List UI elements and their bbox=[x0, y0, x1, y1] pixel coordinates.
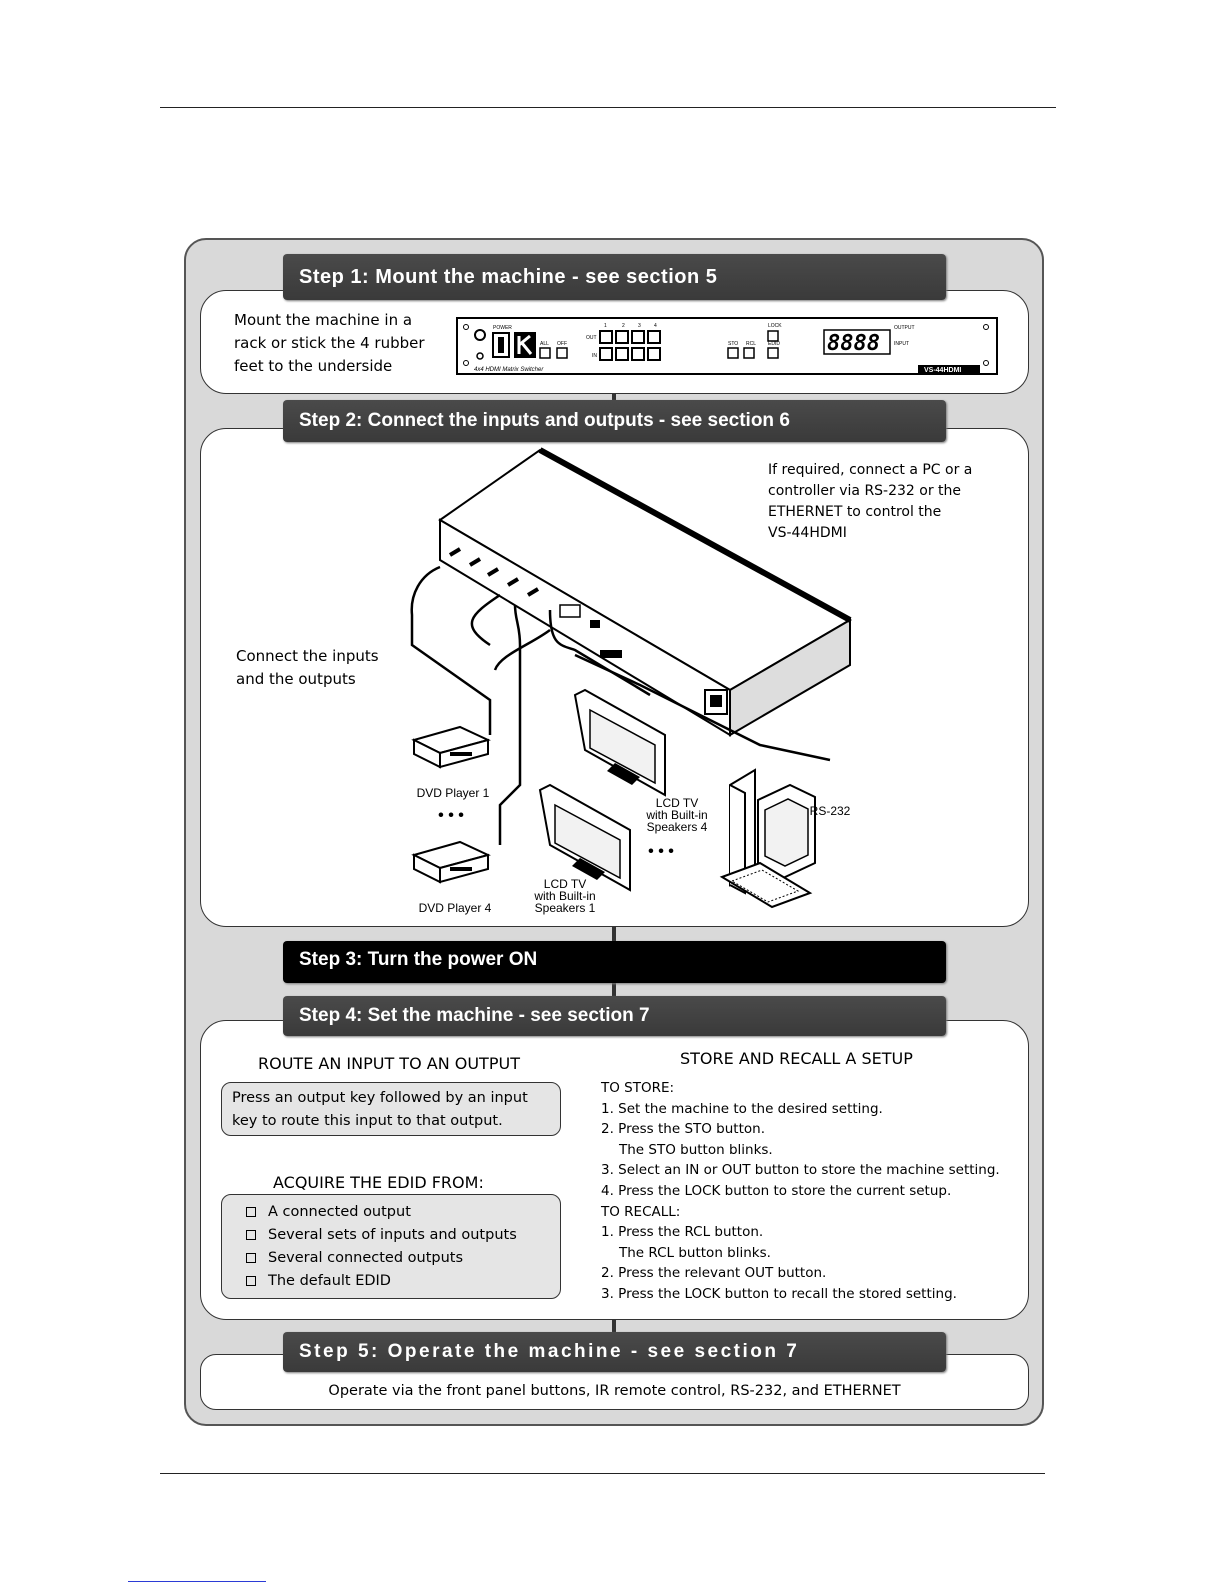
footer-link-underline bbox=[128, 1581, 266, 1582]
power-label: POWER bbox=[493, 325, 512, 331]
svg-text:EDID: EDID bbox=[768, 341, 780, 347]
switcher-unit bbox=[438, 447, 853, 737]
lcd-tv-1-label: LCD TV with Built-in Speakers 1 bbox=[534, 877, 596, 915]
svg-text:ALL: ALL bbox=[540, 341, 549, 347]
lcd-tv-4 bbox=[573, 688, 666, 797]
connection-diagram bbox=[410, 447, 853, 909]
rs232-label: RS-232 bbox=[809, 804, 851, 818]
store-recall-steps: TO STORE: 1. Set the machine to the desi… bbox=[601, 1080, 1000, 1302]
edid-option: Several connected outputs bbox=[246, 1246, 548, 1269]
edid-options-box: A connected output Several sets of input… bbox=[221, 1194, 561, 1299]
lcd-tv-1 bbox=[538, 783, 631, 892]
step2-title: Step 2: Connect the inputs and outputs -… bbox=[283, 400, 946, 442]
svg-text:VS-44HDMI: VS-44HDMI bbox=[924, 367, 961, 374]
segment-display: 8888 bbox=[827, 331, 880, 356]
svg-text:INPUT: INPUT bbox=[894, 341, 909, 347]
connector bbox=[612, 1320, 616, 1332]
step5-text: Operate via the front panel buttons, IR … bbox=[328, 1383, 901, 1399]
dots: • • • bbox=[648, 843, 674, 860]
dvd-player-4 bbox=[411, 840, 491, 884]
edid-option: Several sets of inputs and outputs bbox=[246, 1223, 548, 1246]
header-rule bbox=[160, 107, 1056, 108]
pc-connection-note: If required, connect a PC or a controlle… bbox=[768, 462, 973, 541]
route-instructions-box: Press an output key followed by an input… bbox=[221, 1082, 561, 1136]
svg-text:IN: IN bbox=[592, 353, 597, 359]
kramer-logo bbox=[517, 334, 533, 355]
dots: • • • bbox=[438, 807, 464, 824]
store-heading: STORE AND RECALL A SETUP bbox=[680, 1049, 913, 1068]
edid-heading: ACQUIRE THE EDID FROM: bbox=[273, 1173, 484, 1192]
svg-text:OFF: OFF bbox=[557, 341, 567, 347]
footer-rule bbox=[160, 1473, 1045, 1474]
edid-option: A connected output bbox=[246, 1200, 548, 1223]
checkbox-icon bbox=[246, 1275, 256, 1286]
svg-text:4x4 HDMI Matrix Switcher: 4x4 HDMI Matrix Switcher bbox=[474, 367, 544, 373]
svg-text:1: 1 bbox=[604, 323, 607, 329]
svg-text:OUT: OUT bbox=[586, 335, 597, 341]
dvd-player-4-label: DVD Player 4 bbox=[418, 901, 492, 915]
checkbox-icon bbox=[246, 1229, 256, 1240]
step3-title: Step 3: Turn the power ON bbox=[283, 941, 946, 983]
svg-text:3: 3 bbox=[638, 323, 641, 329]
dvd-player-1 bbox=[411, 725, 491, 769]
svg-text:4: 4 bbox=[654, 323, 657, 329]
connector bbox=[612, 926, 616, 944]
step1-title: Step 1: Mount the machine - see section … bbox=[283, 254, 946, 300]
cables bbox=[410, 565, 831, 845]
connect-inputs-note: Connect the inputs and the outputs bbox=[236, 647, 379, 688]
connector bbox=[612, 980, 616, 998]
pc-computer bbox=[719, 768, 816, 909]
checkbox-icon bbox=[246, 1252, 256, 1263]
svg-text:RCL: RCL bbox=[746, 341, 756, 347]
checkbox-icon bbox=[246, 1206, 256, 1217]
step4-title: Step 4: Set the machine - see section 7 bbox=[283, 996, 946, 1036]
route-heading: ROUTE AN INPUT TO AN OUTPUT bbox=[258, 1054, 520, 1073]
svg-text:LOCK: LOCK bbox=[768, 323, 782, 329]
edid-option: The default EDID bbox=[246, 1269, 548, 1292]
svg-text:OUTPUT: OUTPUT bbox=[894, 325, 915, 331]
step5-title: Step 5: Operate the machine - see sectio… bbox=[283, 1332, 946, 1372]
svg-text:2: 2 bbox=[622, 323, 625, 329]
front-panel-illustration: POWER ALL OFF OUT IN 1 2 3 4 STO RCL LOC… bbox=[456, 317, 998, 375]
dvd-player-1-label: DVD Player 1 bbox=[416, 786, 490, 800]
lcd-tv-4-label: LCD TV with Built-in Speakers 4 bbox=[646, 796, 708, 834]
svg-text:STO: STO bbox=[728, 341, 738, 347]
step1-description: Mount the machine in a rack or stick the… bbox=[234, 311, 425, 375]
